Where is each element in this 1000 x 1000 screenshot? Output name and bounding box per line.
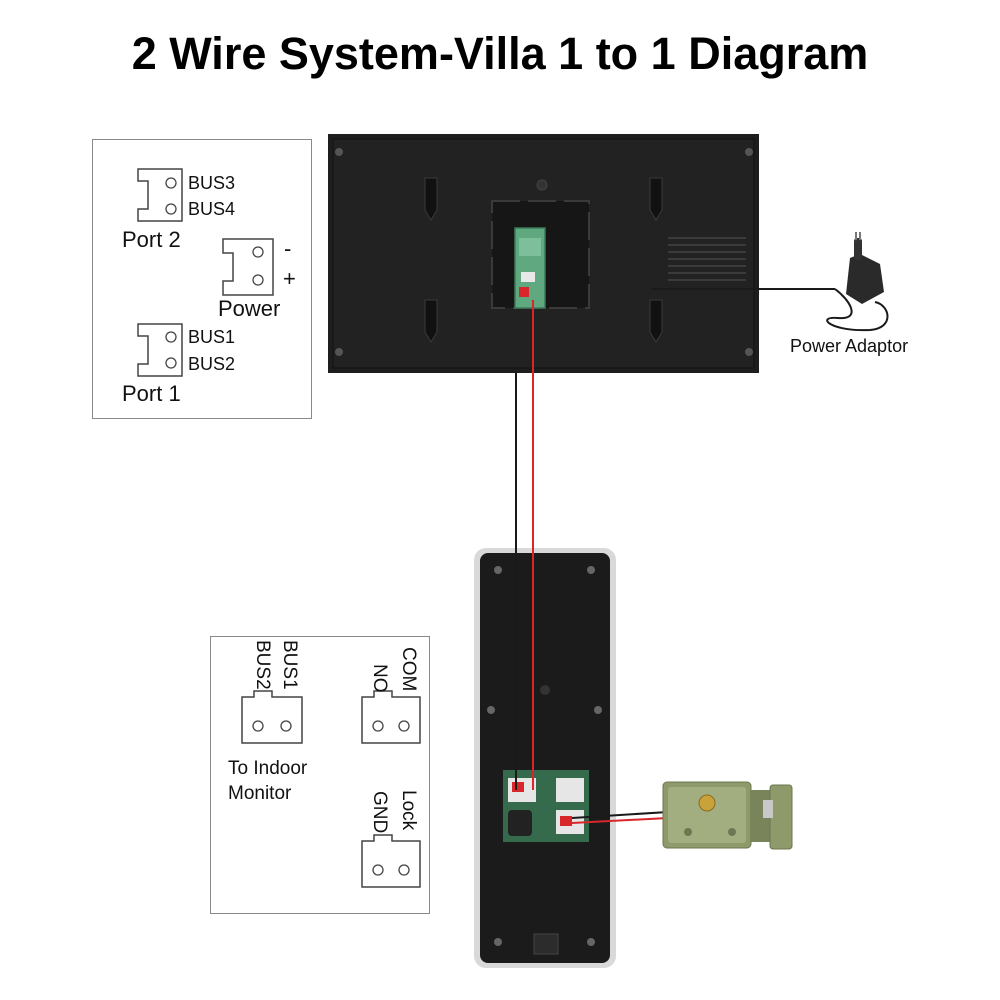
door-lock-label: Lock [398, 790, 419, 831]
door-bus2-label: BUS2 [252, 640, 273, 690]
port1-bus1-label: BUS1 [188, 327, 236, 347]
page-title: 2 Wire System-Villa 1 to 1 Diagram [131, 28, 869, 79]
power-minus-label: - [284, 236, 292, 261]
port2-label: Port 2 [122, 227, 181, 252]
monitor-terminal-legend [92, 139, 312, 419]
electric-lock [662, 781, 793, 850]
door-bus1-label: BUS1 [279, 640, 300, 690]
port2-bus3-label: BUS3 [188, 173, 236, 193]
port2-bus4-label: BUS4 [188, 199, 236, 219]
port1-label: Port 1 [122, 381, 181, 406]
power-adaptor [652, 232, 889, 332]
indoor-caption-line2: Monitor [228, 783, 292, 804]
port1-bus2-label: BUS2 [188, 354, 236, 374]
power-label: Power [218, 296, 281, 321]
power-plus-label: + [283, 266, 296, 291]
lock-wires [571, 811, 669, 824]
power-adaptor-label: Power Adaptor [790, 336, 909, 356]
door-gnd-label: GND [369, 791, 390, 834]
door-station [474, 548, 616, 968]
indoor-monitor [328, 134, 759, 373]
indoor-caption-line1: To Indoor [228, 758, 308, 779]
bus-wires [515, 300, 534, 790]
door-com-label: COM [398, 647, 419, 692]
door-no-label: NO [369, 664, 390, 693]
